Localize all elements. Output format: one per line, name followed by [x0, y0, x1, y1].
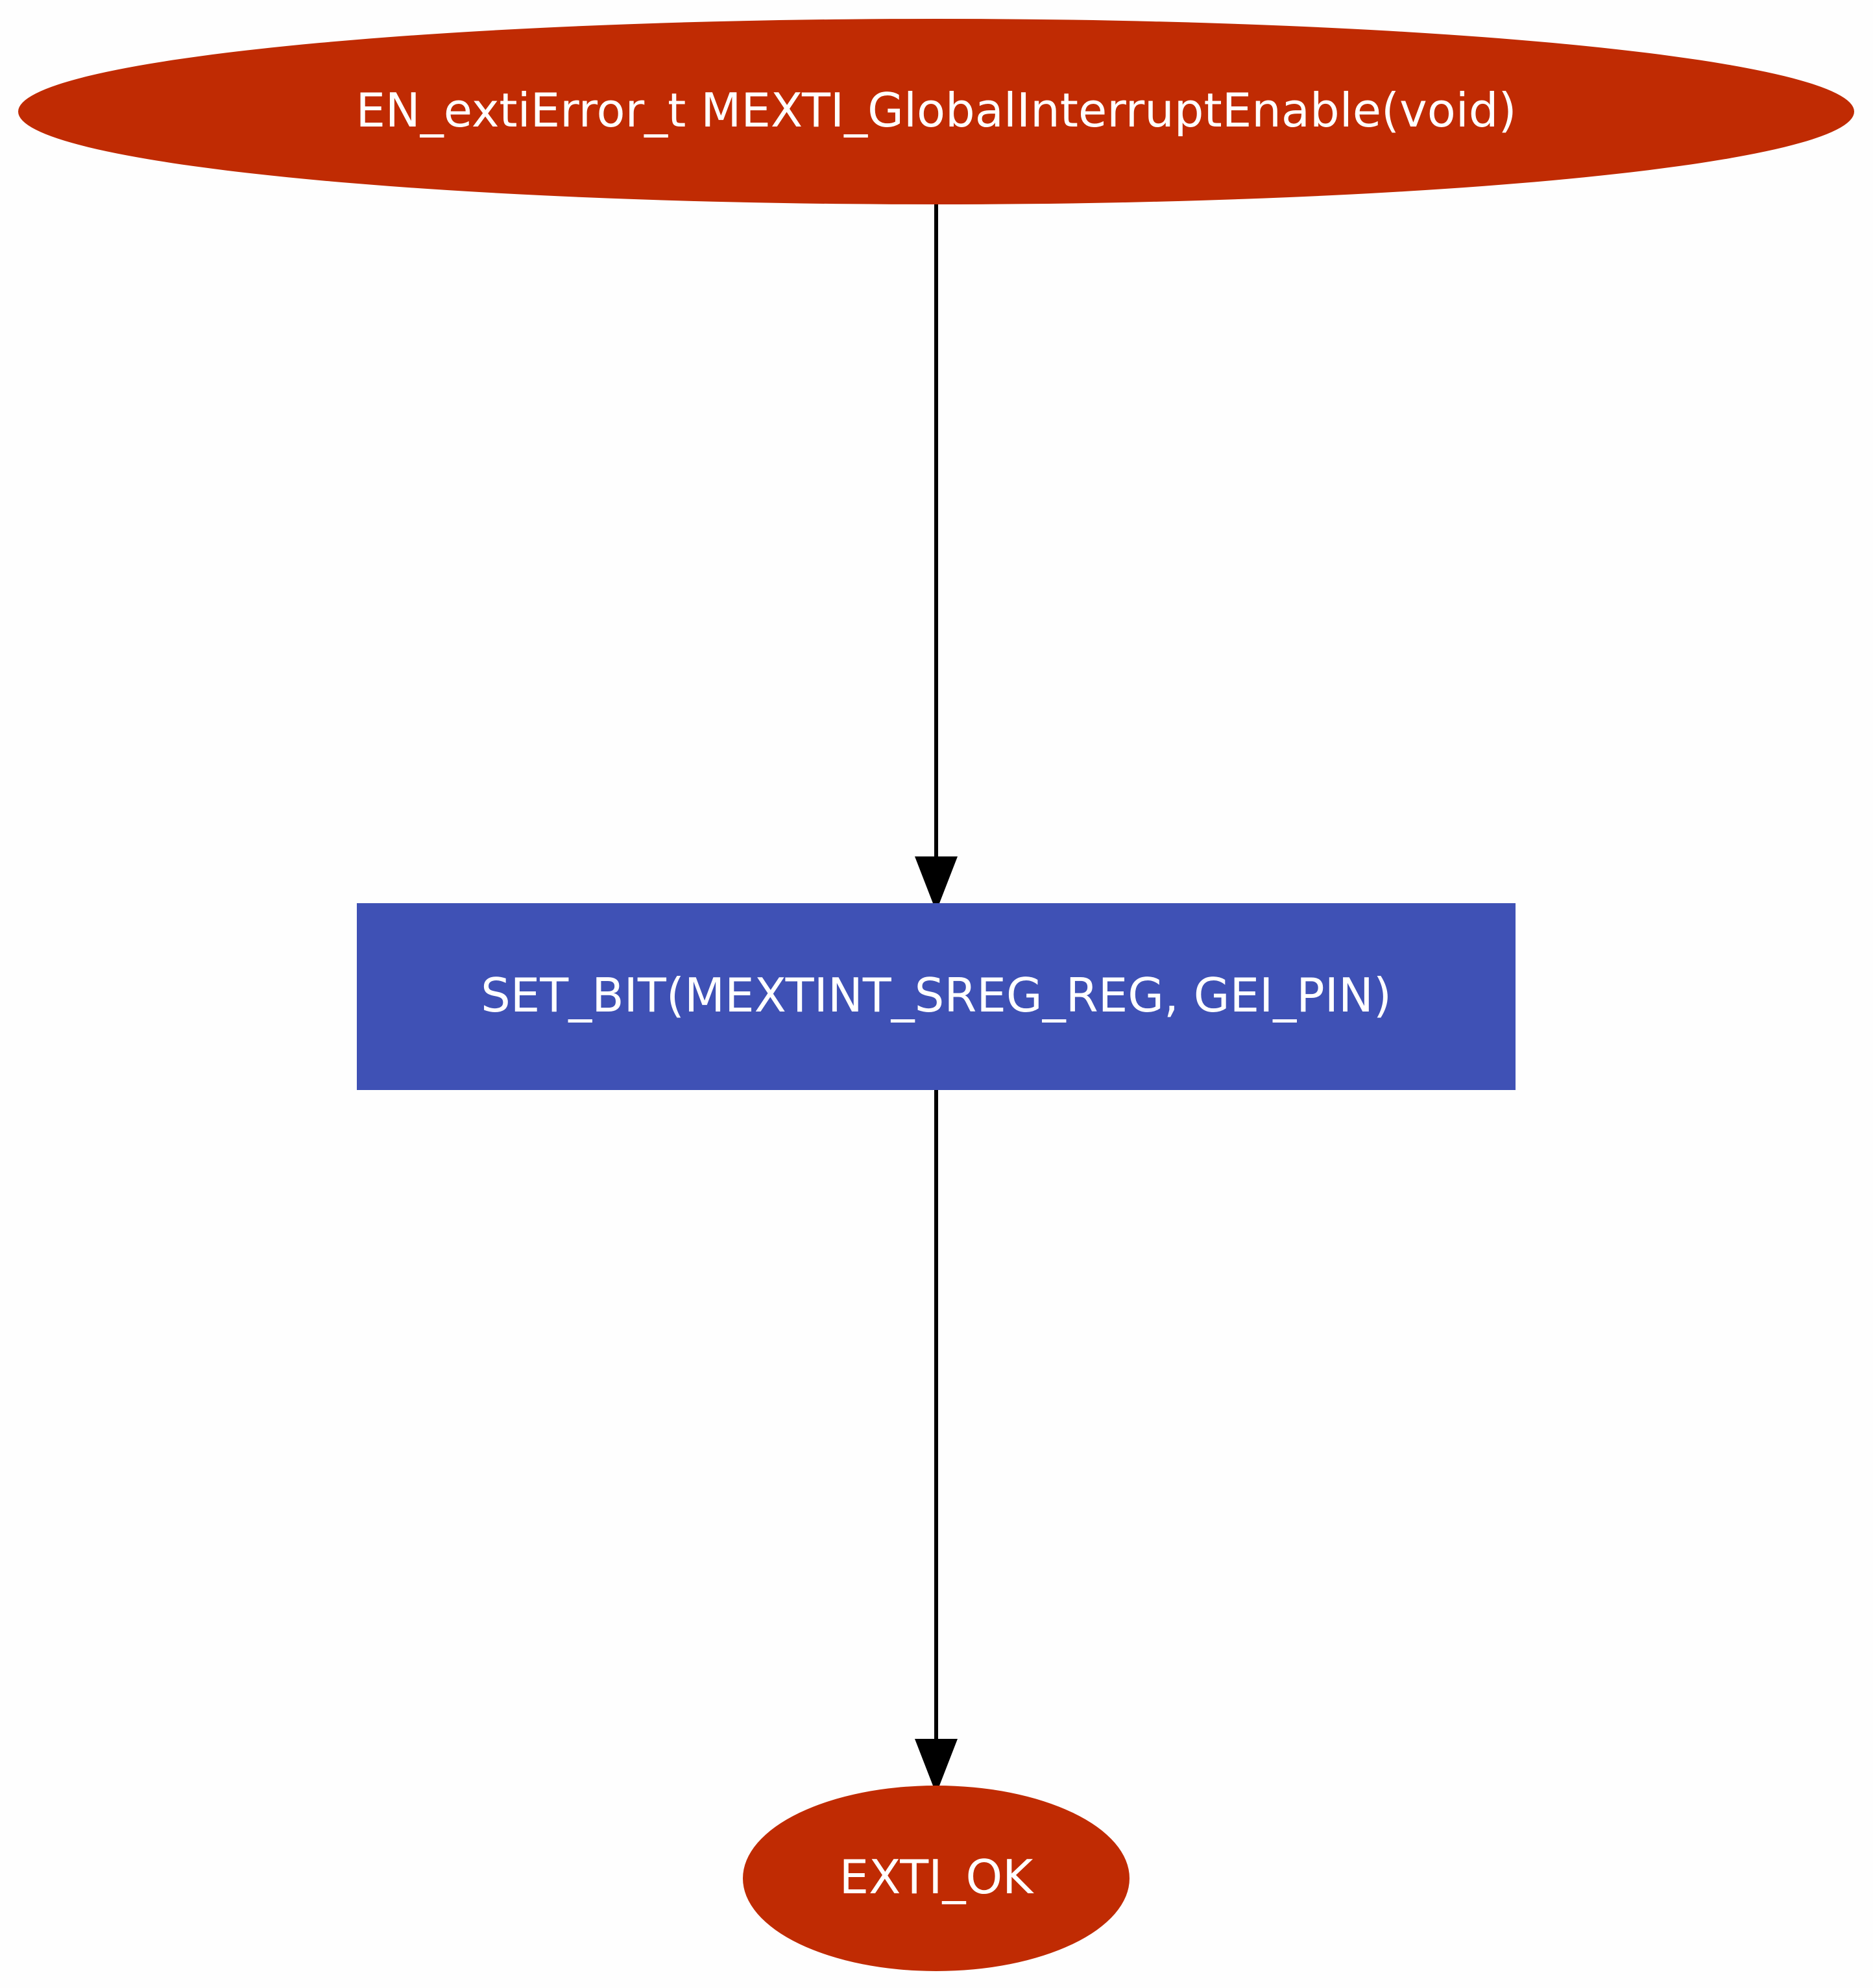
- end-node-shape: [743, 1786, 1130, 1971]
- edge-start-to-process: [915, 204, 958, 912]
- arrowhead-icon: [915, 1739, 958, 1794]
- edge-process-to-end: [915, 1090, 958, 1794]
- start-node: EN_extiError_t MEXTI_GlobalInterruptEnab…: [18, 19, 1854, 204]
- end-node: EXTI_OK: [743, 1786, 1130, 1971]
- process-node-shape: [357, 903, 1516, 1090]
- process-node-label: SET_BIT(MEXTINT_SREG_REG, GEI_PIN): [481, 968, 1392, 1023]
- start-node-shape: [18, 19, 1854, 204]
- end-node-label: EXTI_OK: [840, 1850, 1034, 1904]
- start-node-label: EN_extiError_t MEXTI_GlobalInterruptEnab…: [356, 83, 1516, 138]
- arrowhead-icon: [915, 856, 958, 912]
- process-node: SET_BIT(MEXTINT_SREG_REG, GEI_PIN): [357, 903, 1516, 1090]
